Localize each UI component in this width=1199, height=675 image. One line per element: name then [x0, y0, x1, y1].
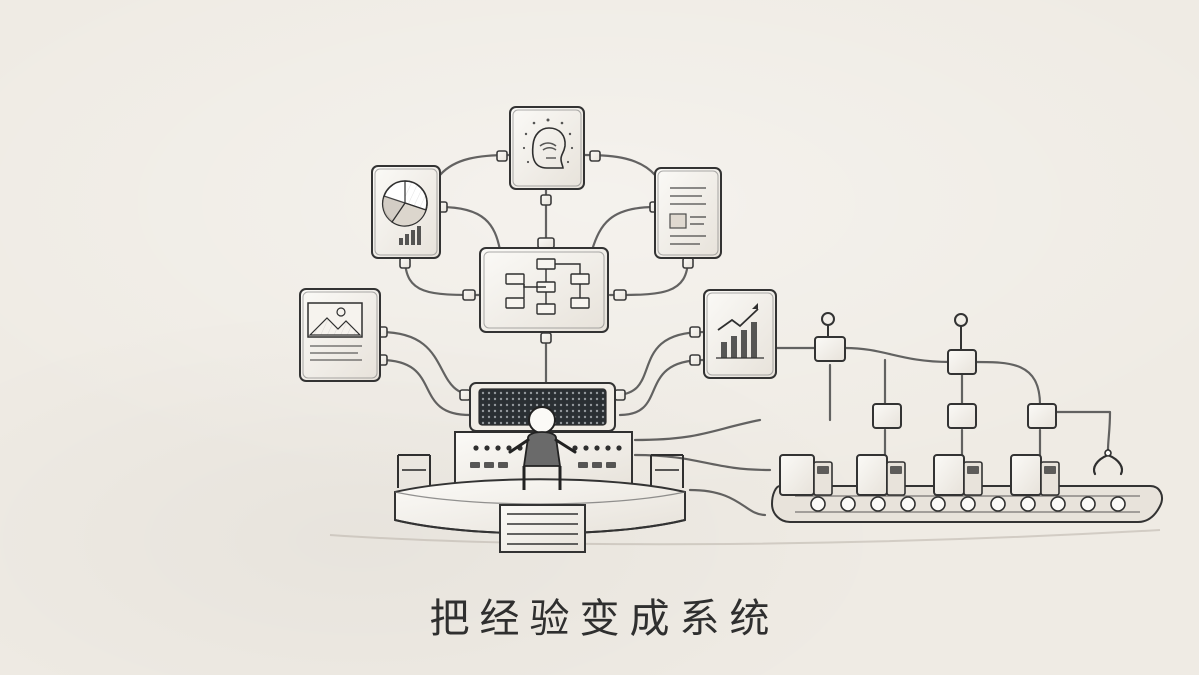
pipe-console-to-line-2	[633, 453, 772, 472]
station-3	[933, 454, 983, 496]
platform-railings	[397, 454, 684, 488]
console-controls	[470, 445, 622, 468]
conveyor-rollers	[810, 496, 1126, 512]
head-icon	[531, 127, 566, 169]
pipe-platform-to-line	[688, 488, 767, 517]
pipe-image-to-console-2	[378, 358, 472, 417]
flowchart-card	[479, 247, 609, 333]
cards	[299, 106, 777, 382]
trend-chart-card	[703, 289, 777, 379]
idea-card	[509, 106, 585, 190]
pipe-to-claw	[1053, 410, 1112, 452]
pipe-console-to-line-1	[633, 418, 762, 442]
platform	[394, 454, 686, 553]
pipe-image-to-console-1	[378, 330, 477, 397]
text-lines-icon	[310, 345, 362, 361]
stairs	[499, 504, 586, 553]
stations	[779, 454, 1060, 496]
image-card	[299, 288, 381, 382]
manifold-nodes	[814, 312, 1057, 429]
image-icon	[307, 302, 363, 338]
pie-chart-card	[371, 165, 441, 259]
caption-title: 把经验变成系统	[0, 580, 1199, 650]
trend-chart-icon	[716, 303, 764, 359]
pipe-manifold-right	[973, 360, 1042, 407]
station-2	[856, 454, 906, 496]
operator	[508, 406, 577, 490]
station-4	[1010, 454, 1060, 496]
assembly-line	[770, 312, 1163, 523]
pipe-chart-to-console-1	[613, 330, 706, 397]
flowchart-icon	[505, 258, 590, 315]
idea-rays	[522, 118, 574, 164]
floor-shadow	[329, 529, 1161, 546]
document-card	[654, 167, 722, 259]
bar-mini-icon	[399, 226, 421, 245]
station-1	[779, 454, 833, 496]
pie-chart-icon	[381, 180, 428, 227]
pipe-piechart-to-flow	[438, 205, 502, 252]
pipe-doc-to-flow	[590, 205, 657, 252]
robot-claw	[1092, 448, 1124, 476]
pipe-chart-to-console-2	[618, 358, 706, 417]
caption-text: 把经验变成系统	[429, 596, 780, 642]
document-icon	[669, 187, 706, 245]
pipe-manifold-mid	[843, 346, 952, 364]
